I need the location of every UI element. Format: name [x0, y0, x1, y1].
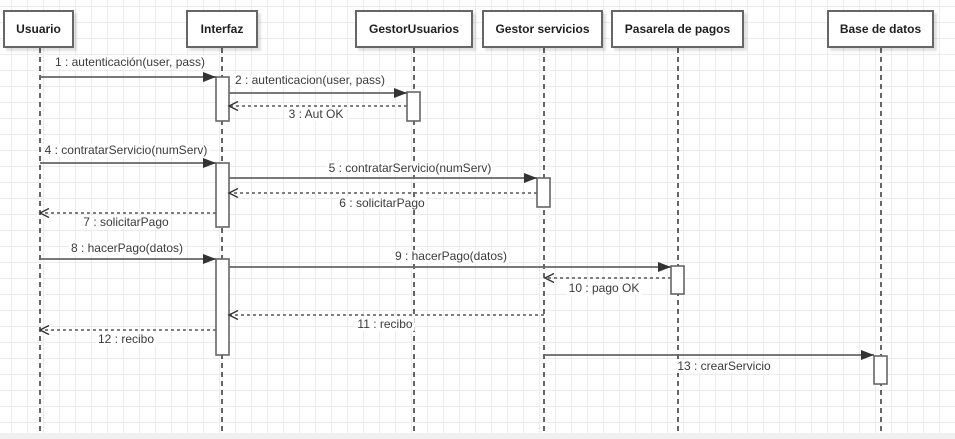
activation-interfaz-3[interactable]: [215, 258, 230, 356]
message-11-label: 11 : recibo: [355, 317, 415, 331]
message-7-label: 7 : solicitarPago: [81, 215, 171, 229]
actor-label-pasarela: Pasarela de pagos: [624, 22, 731, 36]
message-6-label: 6 : solicitarPago: [337, 196, 427, 210]
actor-box-gestor-usuarios[interactable]: GestorUsuarios: [355, 10, 473, 48]
actor-label-interfaz: Interfaz: [200, 22, 244, 36]
message-12-label: 12 : recibo: [95, 332, 157, 346]
activation-gestor-servicios[interactable]: [536, 177, 551, 208]
message-4-label: 4 : contratarServicio(numServ): [42, 143, 210, 157]
message-1-label: 1 : autenticación(user, pass): [52, 55, 208, 69]
message-9-label: 9 : hacerPago(datos): [392, 249, 510, 263]
message-2-label: 2 : autenticacion(user, pass): [232, 73, 388, 87]
actor-box-interfaz[interactable]: Interfaz: [186, 10, 258, 48]
actor-box-base-de-datos[interactable]: Base de datos: [827, 10, 934, 48]
actor-label-usuario: Usuario: [16, 22, 61, 36]
message-3-label: 3 : Aut OK: [286, 107, 346, 121]
actor-label-gestor-usuarios: GestorUsuarios: [368, 22, 460, 36]
actor-label-gestor-servicios: Gestor servicios: [495, 22, 590, 36]
actor-box-pasarela[interactable]: Pasarela de pagos: [611, 10, 744, 48]
canvas-edge-band: [0, 433, 955, 439]
activation-interfaz-1[interactable]: [215, 76, 230, 122]
actor-box-usuario[interactable]: Usuario: [3, 10, 74, 48]
message-8-label: 8 : hacerPago(datos): [68, 241, 186, 255]
message-13-label: 13 : crearServicio: [675, 359, 773, 373]
activation-pasarela[interactable]: [670, 265, 685, 295]
activation-gestor-usuarios[interactable]: [406, 91, 421, 122]
message-10-label: 10 : pago OK: [566, 281, 642, 295]
activation-interfaz-2[interactable]: [215, 162, 230, 228]
actor-label-base-de-datos: Base de datos: [839, 22, 922, 36]
actor-box-gestor-servicios[interactable]: Gestor servicios: [482, 10, 603, 48]
message-5-label: 5 : contratarServicio(numServ): [326, 161, 494, 175]
activation-base-de-datos[interactable]: [873, 355, 888, 385]
